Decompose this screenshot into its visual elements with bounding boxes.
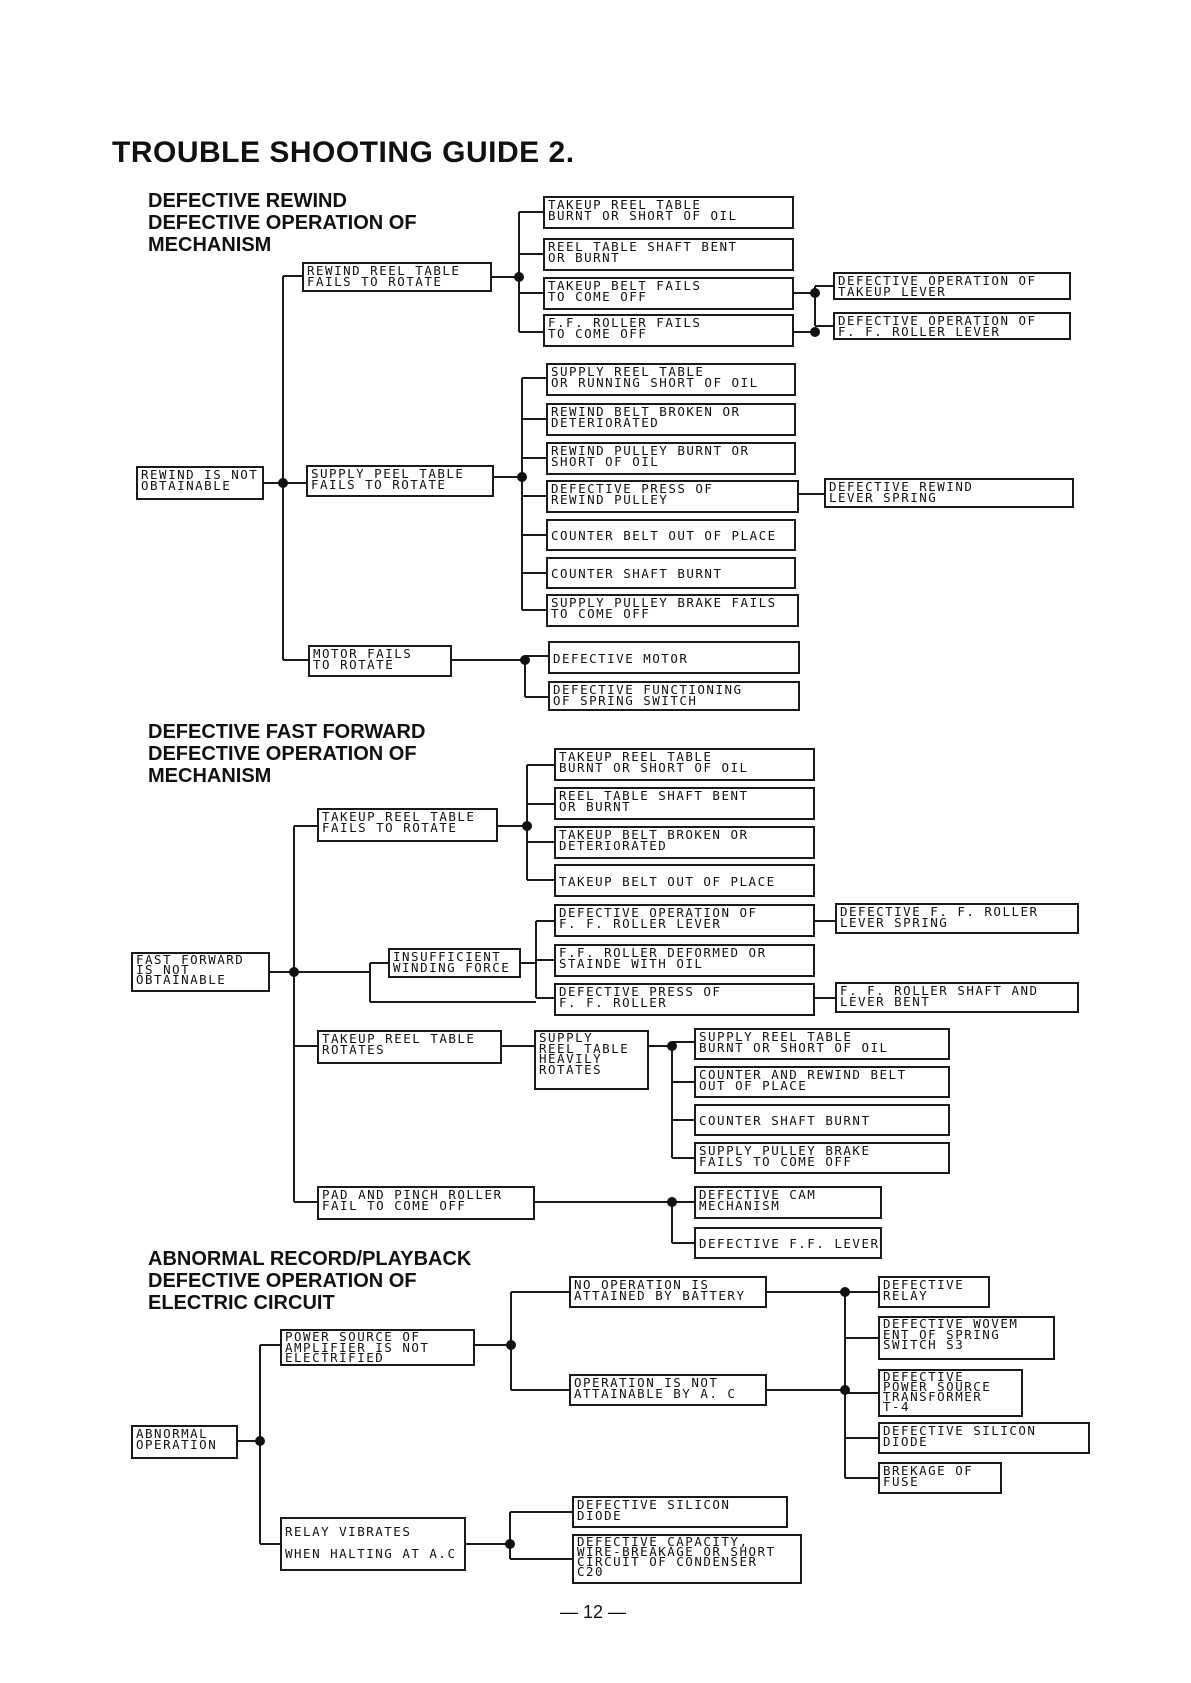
rewind-branch-reel-table: REWIND REEL TABLE FAILS TO ROTATE (302, 262, 492, 292)
junction-dot (840, 1287, 850, 1297)
junction-dot (514, 272, 524, 282)
rec-cause-box: DEFECTIVE SILICON DIODE (572, 1496, 788, 1528)
rewind-cause-box: REWIND PULLEY BURNT OR SHORT OF OIL (546, 442, 796, 475)
rewind-cause-box: COUNTER BELT OUT OF PLACE (546, 519, 796, 551)
ff-supply-heavily-rotates: SUPPLY REEL TABLE HEAVILY ROTATES (534, 1030, 649, 1090)
ff-cause-box: DEFECTIVE OPERATION OF F. F. ROLLER LEVE… (554, 904, 815, 937)
rec-branch-relay-vibrates: RELAY VIBRATES WHEN HALTING AT A.C (280, 1517, 466, 1571)
rewind-cause-box: DEFECTIVE FUNCTIONING OF SPRING SWITCH (548, 681, 800, 711)
rewind-cause-box: F.F. ROLLER FAILS TO COME OFF (543, 314, 794, 347)
ff-branch-winding-force: INSUFFICIENT WINDING FORCE (388, 948, 521, 978)
rewind-subcause-box: DEFECTIVE OPERATION OF F. F. ROLLER LEVE… (833, 312, 1071, 340)
rewind-cause-box: SUPPLY REEL TABLE OR RUNNING SHORT OF OI… (546, 363, 796, 396)
rewind-cause-box: DEFECTIVE PRESS OF REWIND PULLEY (546, 480, 799, 513)
junction-dot (505, 1539, 515, 1549)
rec-section-heading: ABNORMAL RECORD/PLAYBACK DEFECTIVE OPERA… (148, 1248, 472, 1314)
rewind-cause-box: SUPPLY PULLEY BRAKE FAILS TO COME OFF (546, 594, 799, 627)
rec-cause-box: DEFECTIVE RELAY (878, 1276, 990, 1308)
rec-cause-box: DEFECTIVE CAPACITY, WIRE-BREAKAGE OR SHO… (572, 1534, 802, 1584)
ff-cause-box: F.F. ROLLER DEFORMED OR STAINDE WITH OIL (554, 944, 815, 977)
rec-mid-box: OPERATION IS NOT ATTAINABLE BY A. C (569, 1374, 767, 1406)
junction-dot (506, 1340, 516, 1350)
page-number: — 12 — (560, 1602, 627, 1622)
rec-cause-box: DEFECTIVE SILICON DIODE (878, 1422, 1090, 1454)
rewind-cause-box: REWIND BELT BROKEN OR DETERIORATED (546, 403, 796, 436)
junction-dot (667, 1197, 677, 1207)
rewind-subcause-box: DEFECTIVE REWIND LEVER SPRING (824, 478, 1074, 508)
rewind-cause-box: TAKEUP BELT FAILS TO COME OFF (543, 277, 794, 310)
junction-dot (278, 478, 288, 488)
junction-dot (522, 821, 532, 831)
junction-dot (520, 655, 530, 665)
rewind-subcause-box: DEFECTIVE OPERATION OF TAKEUP LEVER (833, 272, 1071, 300)
ff-cause-box: COUNTER AND REWIND BELT OUT OF PLACE (694, 1066, 950, 1098)
ff-subcause-box: F. F. ROLLER SHAFT AND LEVER BENT (835, 982, 1079, 1013)
ff-subcause-box: DEFECTIVE F. F. ROLLER LEVER SPRING (835, 903, 1079, 934)
rewind-cause-box: REEL TABLE SHAFT BENT OR BURNT (543, 238, 794, 271)
ff-section-heading: DEFECTIVE FAST FORWARD DEFECTIVE OPERATI… (148, 721, 426, 787)
rec-cause-box: DEFECTIVE WOVEM ENT OF SPRING SWITCH S3 (878, 1316, 1055, 1360)
ff-cause-box: TAKEUP REEL TABLE BURNT OR SHORT OF OIL (554, 748, 815, 781)
rewind-cause-box: DEFECTIVE MOTOR (548, 641, 800, 674)
ff-cause-box: COUNTER SHAFT BURNT (694, 1104, 950, 1136)
junction-dot (517, 472, 527, 482)
junction-dot (810, 288, 820, 298)
page-title: TROUBLE SHOOTING GUIDE 2. (112, 136, 575, 169)
rec-cause-box: BREKAGE OF FUSE (878, 1462, 1002, 1494)
junction-dot (840, 1385, 850, 1395)
rewind-cause-box: COUNTER SHAFT BURNT (546, 557, 796, 589)
ff-cause-box: SUPPLY PULLEY BRAKE FAILS TO COME OFF (694, 1142, 950, 1174)
rewind-cause-box: TAKEUP REEL TABLE BURNT OR SHORT OF OIL (543, 196, 794, 229)
junction-dot (289, 967, 299, 977)
junction-dot (810, 327, 820, 337)
ff-cause-box: TAKEUP BELT BROKEN OR DETERIORATED (554, 826, 815, 859)
junction-dot (667, 1041, 677, 1051)
rec-branch-power-source: POWER SOURCE OF AMPLIFIER IS NOT ELECTRI… (280, 1329, 475, 1366)
rec-cause-box: DEFECTIVE POWER SOURCE TRANSFORMER T-4 (878, 1369, 1023, 1417)
ff-branch-takeup-rotates: TAKEUP REEL TABLE ROTATES (317, 1030, 502, 1064)
rec-mid-box: NO OPERATION IS ATTAINED BY BATTERY (569, 1276, 767, 1308)
ff-branch-pinch-roller: PAD AND PINCH ROLLER FAIL TO COME OFF (317, 1186, 535, 1220)
rewind-root-box: REWIND IS NOT OBTAINABLE (136, 466, 264, 500)
ff-cause-box: DEFECTIVE F.F. LEVER (694, 1227, 882, 1259)
rewind-branch-motor: MOTOR FAILS TO ROTATE (308, 645, 452, 677)
rewind-branch-supply-table: SUPPLY PEEL TABLE FAILS TO ROTATE (306, 465, 494, 497)
ff-cause-box: TAKEUP BELT OUT OF PLACE (554, 864, 815, 897)
ff-cause-box: DEFECTIVE PRESS OF F. F. ROLLER (554, 983, 815, 1016)
junction-dot (255, 1436, 265, 1446)
ff-cause-box: DEFECTIVE CAM MECHANISM (694, 1186, 882, 1219)
ff-cause-box: REEL TABLE SHAFT BENT OR BURNT (554, 787, 815, 820)
ff-cause-box: SUPPLY REEL TABLE BURNT OR SHORT OF OIL (694, 1028, 950, 1060)
rec-root-box: ABNORMAL OPERATION (131, 1425, 238, 1459)
rewind-section-heading: DEFECTIVE REWIND DEFECTIVE OPERATION OF … (148, 190, 417, 256)
ff-root-box: FAST FORWARD IS NOT OBTAINABLE (131, 952, 270, 992)
ff-branch-takeup-table: TAKEUP REEL TABLE FAILS TO ROTATE (317, 808, 498, 842)
